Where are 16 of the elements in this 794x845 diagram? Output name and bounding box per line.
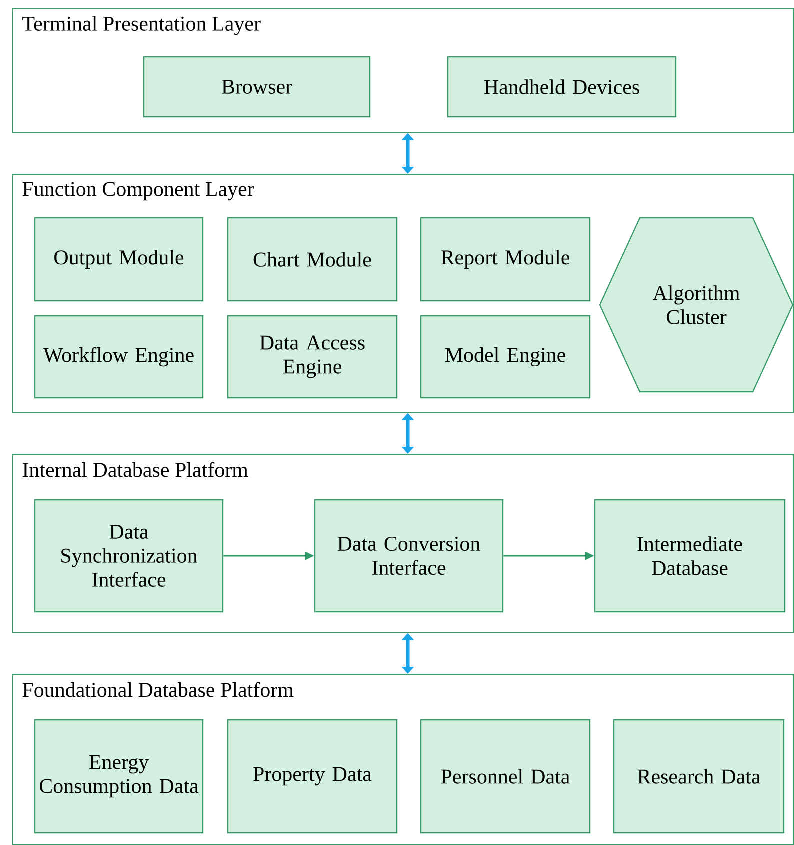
process-box: Research Data xyxy=(613,719,785,834)
process-box: Intermediate Database xyxy=(594,499,786,613)
process-box: Browser xyxy=(143,56,371,118)
process-box: Handheld Devices xyxy=(447,56,677,118)
process-box: Energy Consumption Data xyxy=(34,719,204,834)
process-box: Chart Module xyxy=(227,217,398,302)
hexagon: Algorithm Cluster xyxy=(599,217,794,393)
process-box: Model Engine xyxy=(420,315,591,399)
process-box: Property Data xyxy=(227,719,398,834)
process-box: Output Module xyxy=(34,217,204,302)
process-box: Personnel Data xyxy=(420,719,591,834)
process-box: Data Synchronization Interface xyxy=(34,499,224,613)
process-box: Data Conversion Interface xyxy=(314,499,504,613)
process-box: Data Access Engine xyxy=(227,315,398,399)
process-box: Report Module xyxy=(420,217,591,302)
process-box: Workflow Engine xyxy=(34,315,204,399)
